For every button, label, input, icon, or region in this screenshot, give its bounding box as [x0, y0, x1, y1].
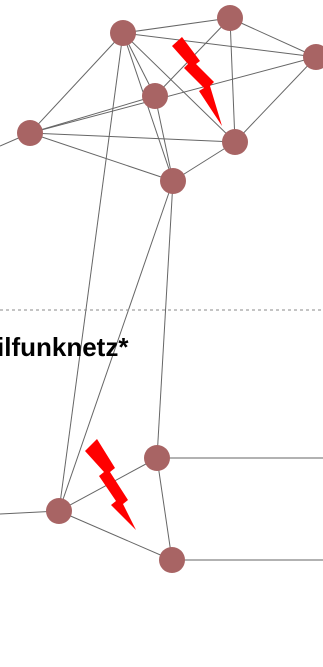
edge — [29, 56, 317, 134]
inter-network-edges — [58, 32, 174, 512]
network-node — [159, 547, 185, 573]
edge — [58, 510, 173, 561]
edge — [156, 180, 174, 459]
network-node — [222, 129, 248, 155]
upper-network-nodes — [17, 5, 323, 194]
network-node — [17, 120, 43, 146]
edge — [122, 32, 236, 143]
edge — [58, 180, 174, 512]
edge — [122, 17, 231, 34]
edge — [29, 132, 174, 182]
upper-network-edges — [0, 17, 323, 182]
edge — [156, 457, 173, 561]
network-node — [46, 498, 72, 524]
edge — [122, 32, 174, 182]
edge — [29, 95, 156, 134]
network-label: ilfunknetz* — [0, 332, 129, 362]
network-node — [142, 83, 168, 109]
network-node — [110, 20, 136, 46]
edge — [58, 32, 124, 512]
network-node — [217, 5, 243, 31]
edge — [229, 17, 317, 58]
lower-network-nodes — [46, 445, 185, 573]
edge — [29, 132, 236, 143]
network-node — [144, 445, 170, 471]
edge — [29, 32, 124, 134]
lightning-bolt-icon — [85, 439, 136, 530]
lightning-bolt-icon — [172, 37, 222, 126]
edge — [229, 17, 236, 143]
network-node — [160, 168, 186, 194]
network-node — [303, 44, 323, 70]
edge — [234, 56, 317, 143]
edge — [122, 32, 317, 58]
